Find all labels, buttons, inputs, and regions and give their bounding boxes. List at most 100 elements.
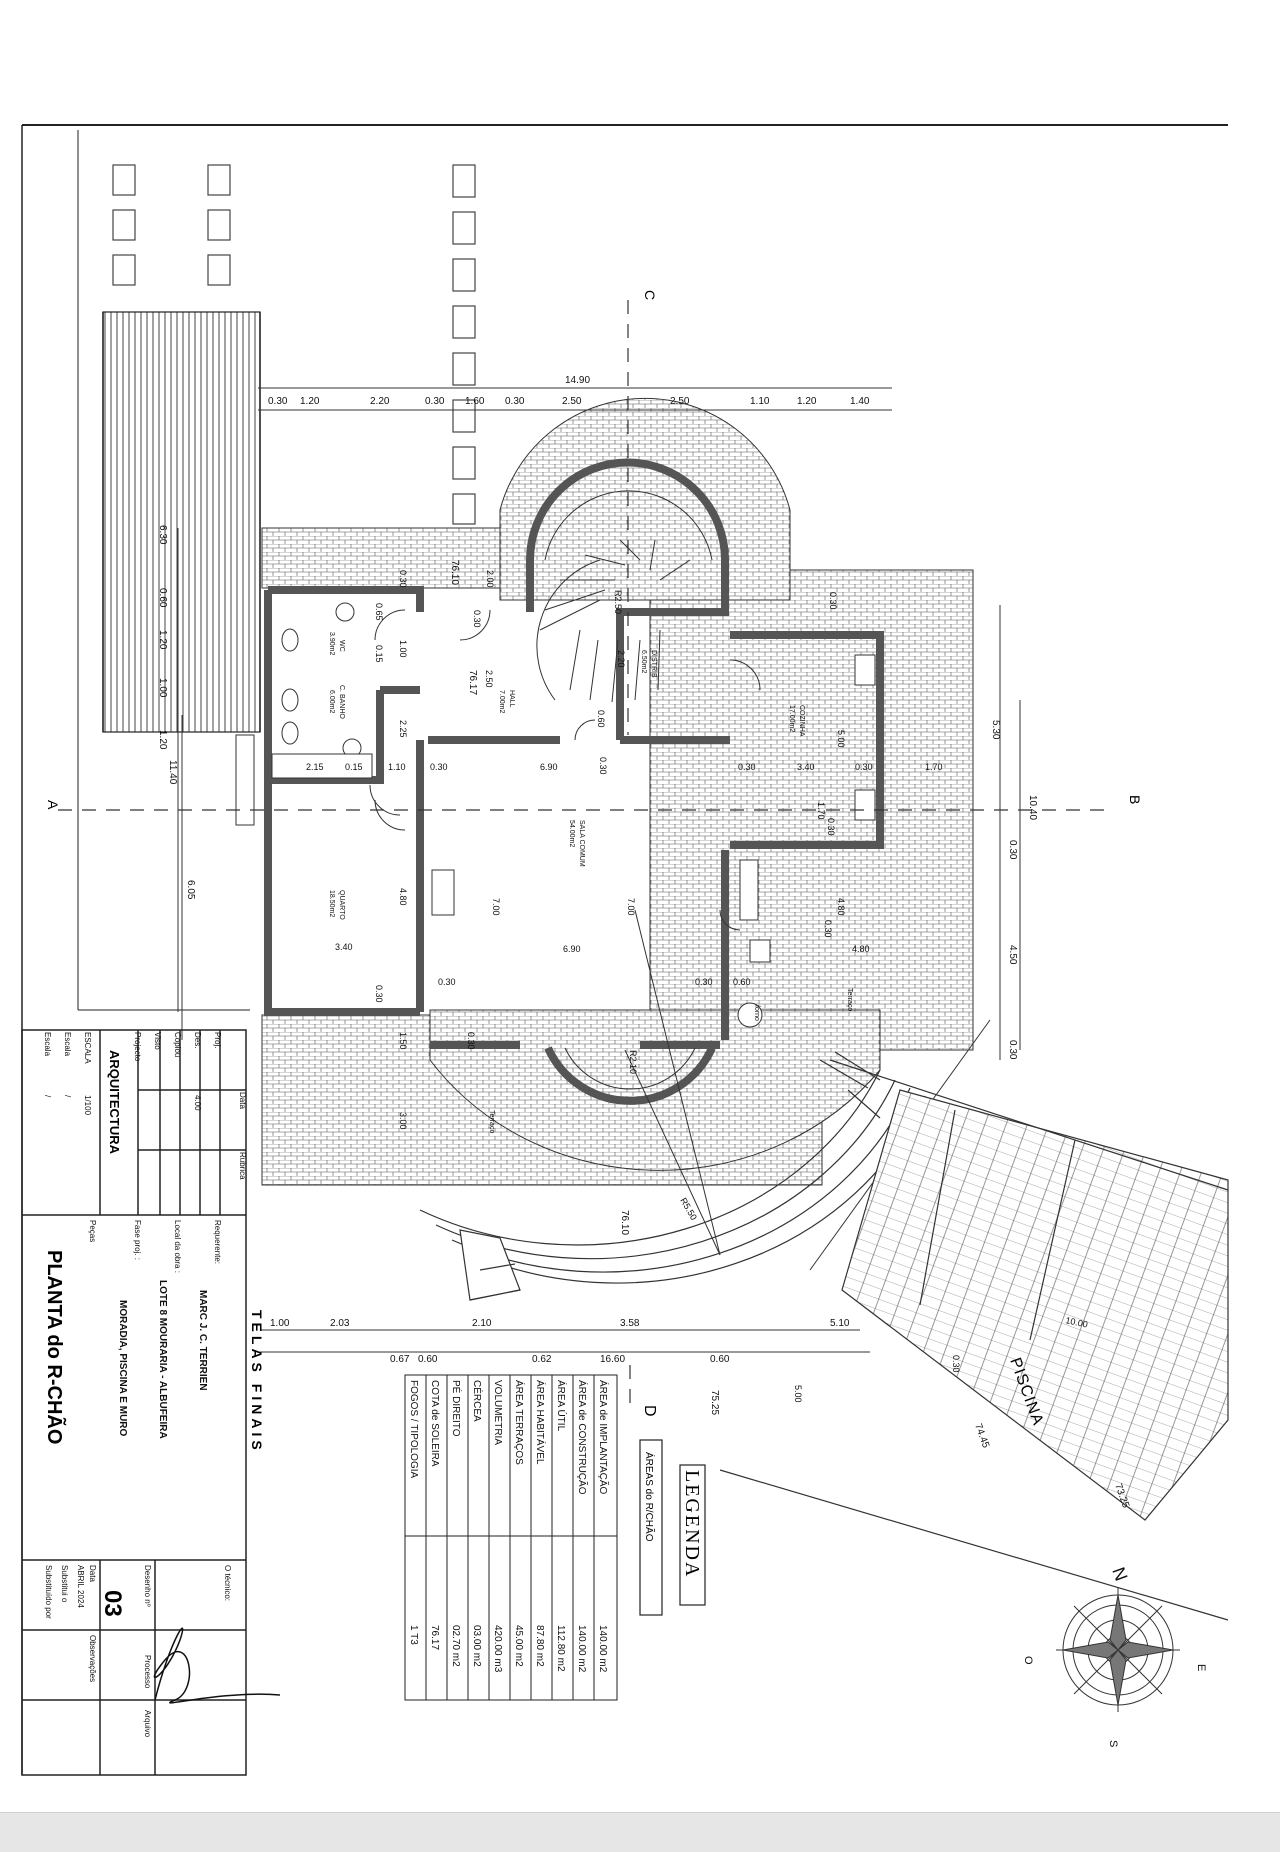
legend-row-label: CÉRCEA xyxy=(471,1380,484,1422)
legend-row-value: 02.70 m2 xyxy=(450,1625,461,1667)
dim-int-4: 0.65 xyxy=(374,603,384,621)
dim-left-b: 0.60 xyxy=(157,588,168,608)
telas-finais: TELAS FINAIS xyxy=(249,1310,265,1454)
tb-substitui: Substitui o xyxy=(60,1565,69,1603)
room-hall-area: 7.00m2 xyxy=(498,690,505,713)
title-block-frame xyxy=(21,1029,247,1776)
dim-int-43: 0.30 xyxy=(951,1355,961,1373)
fixtures xyxy=(235,602,876,1028)
tb-processo: Processo xyxy=(143,1655,152,1689)
dim-int-8: 2.25 xyxy=(398,720,408,738)
compass-rose xyxy=(1056,1588,1180,1712)
level-3: 76.10 xyxy=(619,1210,630,1235)
dim-int-31: 4.80 xyxy=(836,898,846,916)
tb-data-2: Data xyxy=(88,1565,97,1582)
tb-fase: MORADIA, PISCINA E MURO xyxy=(117,1300,128,1437)
dim-bottom-e: 5.10 xyxy=(830,1318,850,1329)
dim-int-37: 1.50 xyxy=(398,1032,408,1050)
room-c-banho: C. BANHO xyxy=(338,685,345,719)
tb-slash-2: / xyxy=(43,1095,52,1098)
dim-top-7: 2.50 xyxy=(562,396,582,407)
legend-row-value: 140.00 m2 xyxy=(576,1625,587,1673)
tb-data: Data xyxy=(238,1092,247,1109)
tb-numero: 03 xyxy=(99,1590,126,1617)
dim-bottom-b: 2.03 xyxy=(330,1318,350,1329)
tb-tecnico: O técnico: xyxy=(223,1565,232,1601)
terraces xyxy=(261,397,974,1186)
dim-int-9: 2.15 xyxy=(306,762,324,772)
dim-int-36: 3.00 xyxy=(398,1112,408,1130)
tb-pecas: Peças xyxy=(88,1220,97,1242)
dim-int-32: 4.80 xyxy=(852,944,870,954)
dim-int-6: 0.15 xyxy=(374,645,384,663)
dim-int-3: 0.30 xyxy=(472,610,482,628)
dim-top-4: 0.30 xyxy=(425,396,445,407)
tb-observacoes: Observações xyxy=(88,1635,97,1682)
tb-local: LOTE 8 MOURARIA - ALBUFEIRA xyxy=(157,1280,168,1439)
tb-requerente-label: Requerente: xyxy=(213,1220,222,1264)
dim-left-d: 1.00 xyxy=(157,678,168,698)
building-walls xyxy=(264,586,884,1049)
dim-int-34: 1.70 xyxy=(925,762,943,772)
dim-top-9: 1.10 xyxy=(750,396,770,407)
dim-bottom-j: 0.60 xyxy=(710,1354,730,1365)
tb-fase-label: Fase proj. : xyxy=(133,1220,142,1260)
dim-int-25: 3.40 xyxy=(335,942,353,952)
room-hall: HALL xyxy=(508,690,515,708)
compass-e: E xyxy=(1195,1664,1207,1671)
tb-data-val: ABRIL 2024 xyxy=(76,1565,85,1608)
dim-right-d: 4.50 xyxy=(1007,945,1018,965)
room-wc: WC xyxy=(338,640,345,652)
room-wc-area: 3.90m2 xyxy=(328,632,335,655)
dim-left-c: 1.20 xyxy=(157,630,168,650)
room-cozinha: COZINHA xyxy=(798,705,805,737)
dim-top-11: 1.40 xyxy=(850,396,870,407)
legend-row-label: ÁREA TERRAÇOS xyxy=(513,1380,526,1465)
compass-s: S xyxy=(1107,1740,1119,1747)
dim-int-35: 0.30 xyxy=(826,818,836,836)
door-swings xyxy=(369,609,761,931)
tb-escala: ESCALA xyxy=(83,1032,92,1064)
legend-row-label: VOLUMETRIA xyxy=(492,1380,503,1445)
dim-bottom-g: 0.60 xyxy=(418,1354,438,1365)
spiral-treads xyxy=(536,490,713,703)
viewer-bottom-bar xyxy=(0,1812,1280,1852)
room-sala-area: 54.00m2 xyxy=(568,820,575,847)
dim-int-26: 6.90 xyxy=(563,944,581,954)
tb-drawing-title: PLANTA do R-CHÃO xyxy=(43,1250,66,1444)
legend-row-value: 76.17 xyxy=(429,1625,440,1650)
compass-o: O xyxy=(1022,1656,1034,1665)
dim-left-f: 11.40 xyxy=(167,760,178,785)
dim-left-a: 6.30 xyxy=(157,525,168,545)
room-terraco-2: Terraço xyxy=(488,1110,495,1133)
dim-int-21: R2.50 xyxy=(613,590,623,614)
tb-local-label: Local da obra : xyxy=(173,1220,182,1273)
room-quarto: QUARTO xyxy=(338,890,345,920)
tb-arquivo: Arquivo xyxy=(143,1710,152,1738)
dim-int-10: 0.15 xyxy=(345,762,363,772)
dim-top-total: 14.90 xyxy=(565,375,590,386)
dim-int-20: 2.20 xyxy=(616,650,626,668)
dim-int-23: 7.00 xyxy=(491,898,501,916)
room-distrib: DISTRIB xyxy=(650,650,657,678)
level-1: 76.10 xyxy=(449,560,460,585)
tb-date-val: 4.00 xyxy=(193,1095,202,1111)
dim-int-30: R2.10 xyxy=(628,1050,638,1074)
legend-row-value: 45.00 m2 xyxy=(513,1625,524,1667)
pool xyxy=(719,1059,1229,1621)
level-2: 76.17 xyxy=(467,670,478,695)
section-lines xyxy=(58,300,1105,1410)
dim-bottom-d: 3.58 xyxy=(620,1318,640,1329)
tb-slash-1: / xyxy=(63,1095,72,1098)
dim-bottom-i: 16.60 xyxy=(600,1354,625,1365)
section-mark-b: B xyxy=(1127,795,1143,804)
tb-proj: Proj. xyxy=(213,1032,222,1048)
dim-bottom-f: 0.67 xyxy=(390,1354,410,1365)
dim-top-3: 2.20 xyxy=(370,396,390,407)
dim-int-2: 2.00 xyxy=(485,570,495,588)
dim-bottom-h: 0.62 xyxy=(532,1354,552,1365)
dim-top-10: 1.20 xyxy=(797,396,817,407)
compass-n: N xyxy=(1108,1565,1131,1584)
dim-int-38: R5.50 xyxy=(678,1196,699,1222)
dim-int-24: 7.00 xyxy=(626,898,636,916)
